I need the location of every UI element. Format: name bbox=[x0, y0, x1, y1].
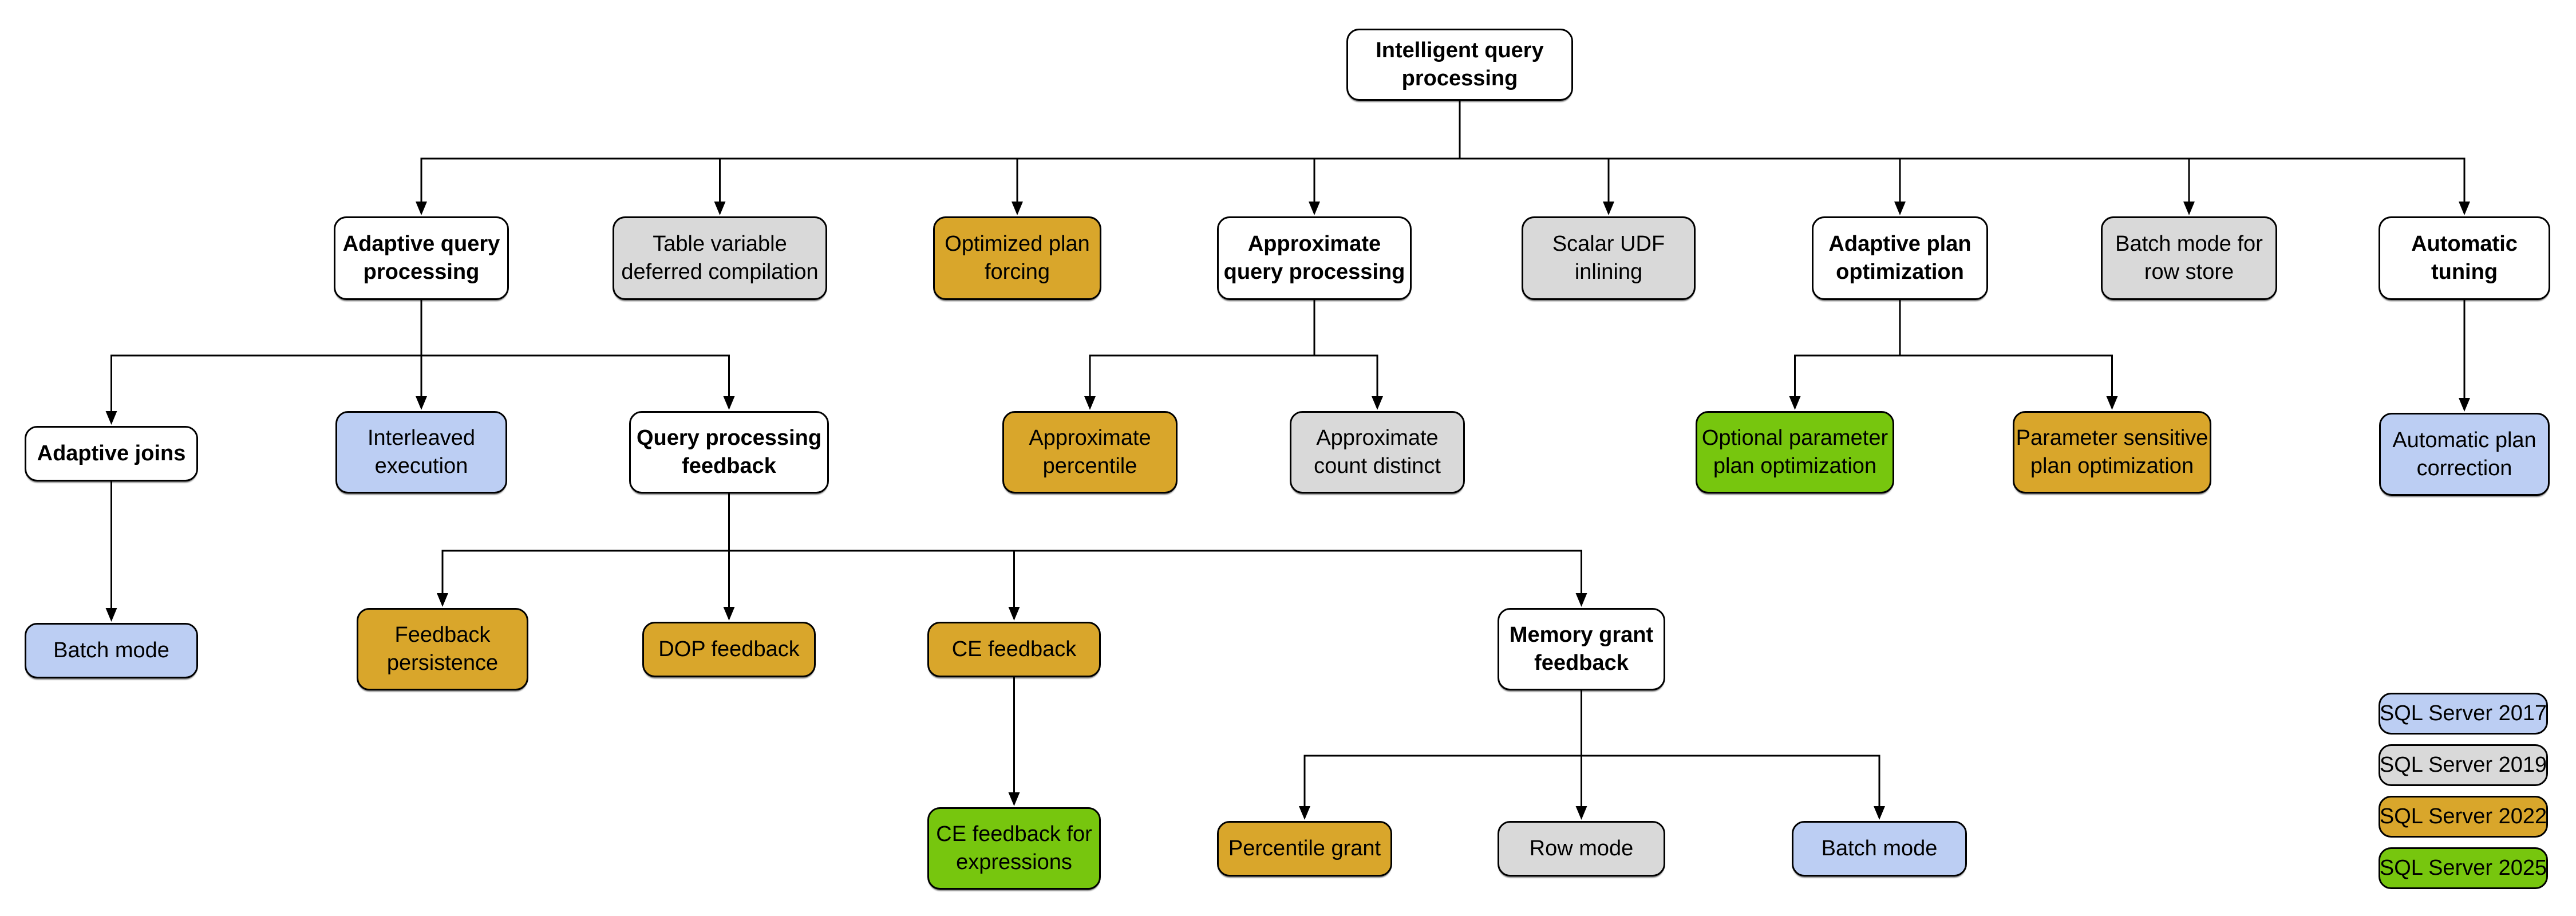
edge-adaptive-plan-optimization bbox=[1789, 300, 2118, 410]
node-dop-feedback: DOP feedback bbox=[642, 622, 816, 677]
node-label-line: feedback bbox=[1534, 651, 1629, 675]
node-memory-grant-feedback: Memory grant feedback bbox=[1498, 608, 1665, 690]
legend-item-sql-server-2019: SQL Server 2019 bbox=[2379, 744, 2548, 786]
edge-adaptive-joins bbox=[105, 481, 117, 622]
node-label-line: DOP feedback bbox=[658, 637, 800, 661]
node-automatic-tuning: Automatic tuning bbox=[2379, 216, 2550, 300]
node-optional-parameter-plan-optimization: Optional parameter plan optimization bbox=[1696, 411, 1894, 493]
node-approximate-percentile: Approximate percentile bbox=[1002, 411, 1178, 493]
edge-query-processing-feedback bbox=[437, 493, 1587, 621]
node-label-line: execution bbox=[374, 454, 468, 478]
node-scalar-udf-inlining: Scalar UDF inlining bbox=[1522, 216, 1696, 300]
node-interleaved-execution: Interleaved execution bbox=[335, 411, 507, 493]
node-label-line: Batch mode bbox=[1821, 836, 1938, 860]
node-label-line: Automatic plan bbox=[2392, 428, 2537, 452]
edge-approximate-query-processing bbox=[1084, 300, 1383, 410]
node-label-line: Table variable bbox=[653, 232, 787, 256]
edge-intelligent-query-processing bbox=[416, 101, 2470, 215]
node-label-line: Intelligent query bbox=[1376, 38, 1544, 62]
node-ce-feedback: CE feedback bbox=[927, 622, 1101, 677]
node-label-line: Feedback bbox=[394, 623, 491, 647]
node-label-line: Batch mode for bbox=[2115, 232, 2263, 256]
node-label-line: Interleaved bbox=[367, 426, 475, 450]
node-table-variable-deferred-compilation: Table variable deferred compilation bbox=[613, 216, 827, 300]
node-percentile-grant: Percentile grant bbox=[1217, 821, 1392, 876]
legend-label: SQL Server 2017 bbox=[2379, 701, 2547, 725]
node-label-line: Percentile grant bbox=[1228, 836, 1381, 860]
node-label-line: Adaptive query bbox=[342, 232, 500, 256]
node-ce-feedback-for-expressions: CE feedback for expressions bbox=[927, 807, 1101, 890]
node-label-line: plan optimization bbox=[1713, 454, 1877, 478]
edge-adaptive-query-processing bbox=[105, 300, 735, 425]
node-approximate-query-processing: Approximate query processing bbox=[1217, 216, 1412, 300]
legend-item-sql-server-2017: SQL Server 2017 bbox=[2379, 693, 2548, 735]
node-automatic-plan-correction: Automatic plan correction bbox=[2379, 413, 2550, 496]
node-label-line: Query processing bbox=[636, 426, 822, 450]
node-label-line: Adaptive plan bbox=[1828, 232, 1971, 256]
node-label-line: correction bbox=[2416, 456, 2512, 480]
node-label-line: persistence bbox=[386, 651, 499, 675]
node-label-line: deferred compilation bbox=[621, 260, 819, 284]
node-optimized-plan-forcing: Optimized plan forcing bbox=[933, 216, 1101, 300]
node-label-line: Approximate bbox=[1316, 426, 1439, 450]
node-adaptive-query-processing: Adaptive query processing bbox=[334, 216, 509, 300]
node-label-line: Automatic bbox=[2411, 232, 2518, 256]
node-label-line: tuning bbox=[2431, 260, 2498, 284]
node-approximate-count-distinct: Approximate count distinct bbox=[1290, 411, 1465, 493]
node-batch-mode-memory-grant: Batch mode bbox=[1792, 821, 1967, 876]
node-label-line: processing bbox=[1401, 66, 1518, 90]
node-query-processing-feedback: Query processing feedback bbox=[629, 411, 829, 493]
node-batch-mode-adaptive-joins: Batch mode bbox=[25, 623, 198, 678]
node-label-line: Approximate bbox=[1029, 426, 1151, 450]
node-adaptive-plan-optimization: Adaptive plan optimization bbox=[1812, 216, 1988, 300]
node-label-line: processing bbox=[363, 260, 480, 284]
node-label-line: inlining bbox=[1574, 260, 1643, 284]
edge-memory-grant-feedback bbox=[1299, 690, 1885, 820]
node-label-line: plan optimization bbox=[2030, 454, 2194, 478]
node-label-line: Parameter sensitive bbox=[2016, 426, 2208, 450]
node-label-line: Approximate bbox=[1247, 232, 1381, 256]
node-label-line: CE feedback bbox=[951, 637, 1077, 661]
node-adaptive-joins: Adaptive joins bbox=[25, 426, 198, 481]
node-parameter-sensitive-plan-optimization: Parameter sensitive plan optimization bbox=[2013, 411, 2211, 493]
node-label-line: expressions bbox=[956, 850, 1072, 874]
node-label-line: count distinct bbox=[1314, 454, 1441, 478]
node-intelligent-query-processing: Intelligent query processing bbox=[1346, 29, 1573, 101]
node-label-line: query processing bbox=[1223, 260, 1405, 284]
node-batch-mode-for-row-store: Batch mode for row store bbox=[2101, 216, 2277, 300]
legend-label: SQL Server 2022 bbox=[2379, 804, 2547, 828]
edge-automatic-tuning bbox=[2459, 300, 2470, 412]
node-label-line: percentile bbox=[1042, 454, 1137, 478]
node-label-line: CE feedback for bbox=[936, 822, 1092, 846]
node-label-line: forcing bbox=[984, 260, 1050, 284]
node-label-line: feedback bbox=[682, 454, 776, 478]
node-label-line: Adaptive joins bbox=[37, 441, 186, 465]
node-label-line: optimization bbox=[1836, 260, 1964, 284]
legend-label: SQL Server 2019 bbox=[2379, 753, 2547, 777]
node-label-line: Row mode bbox=[1529, 836, 1634, 860]
node-feedback-persistence: Feedback persistence bbox=[357, 608, 528, 690]
node-label-line: Optional parameter bbox=[1701, 426, 1888, 450]
node-label-line: row store bbox=[2144, 260, 2234, 284]
node-row-mode: Row mode bbox=[1498, 821, 1665, 876]
node-label-line: Scalar UDF bbox=[1552, 232, 1665, 256]
node-label-line: Memory grant bbox=[1509, 623, 1654, 647]
legend-item-sql-server-2022: SQL Server 2022 bbox=[2379, 796, 2548, 838]
legend-label: SQL Server 2025 bbox=[2379, 856, 2547, 880]
node-label-line: Optimized plan bbox=[945, 232, 1090, 256]
node-label-line: Batch mode bbox=[53, 638, 169, 662]
edge-ce-feedback bbox=[1008, 677, 1020, 806]
legend-item-sql-server-2025: SQL Server 2025 bbox=[2379, 847, 2548, 889]
